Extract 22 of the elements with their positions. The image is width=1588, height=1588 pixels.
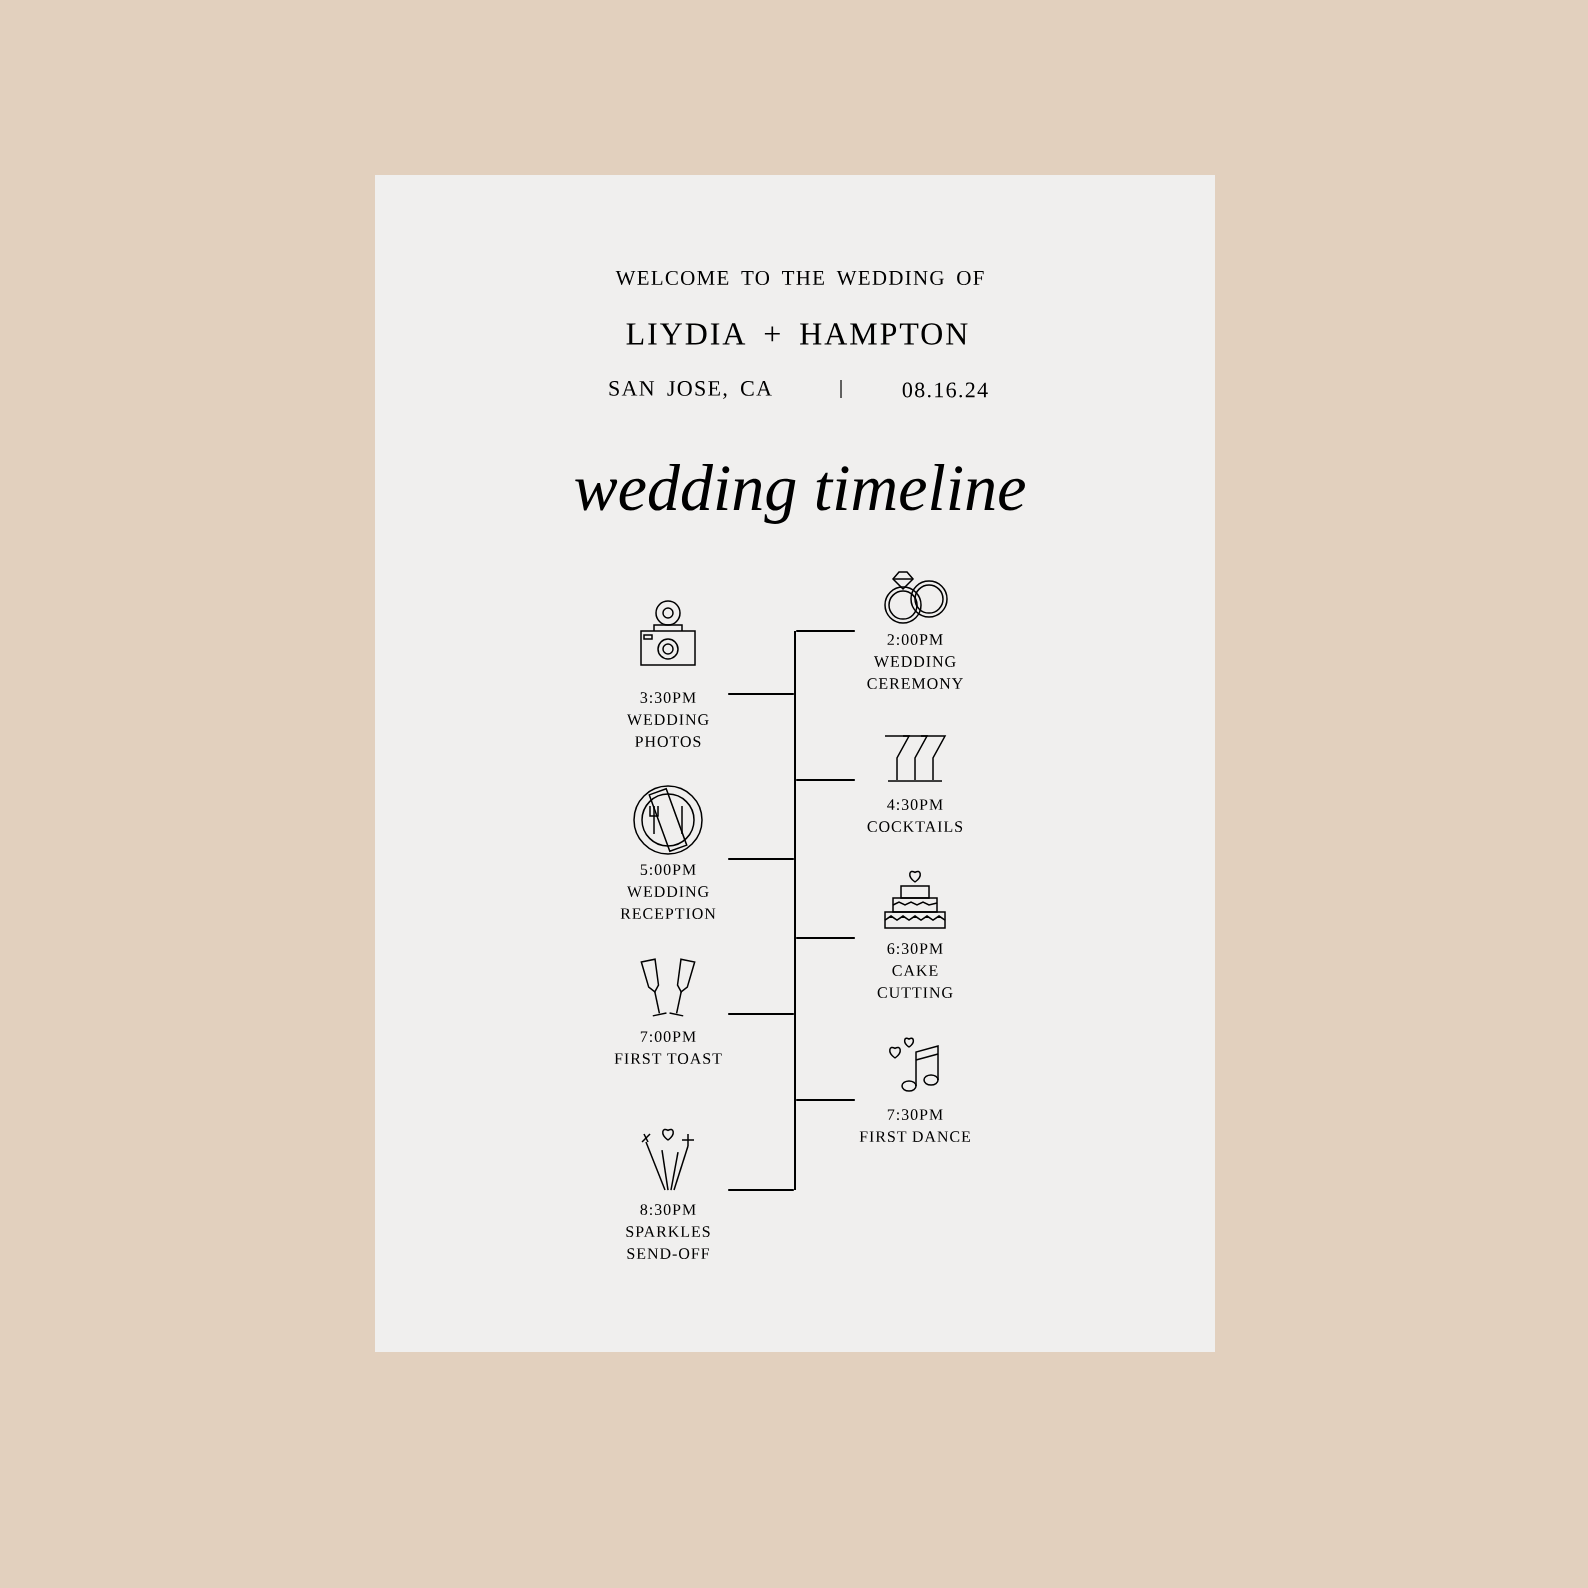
timeline-entry: 6:30PM CAKE CUTTING	[877, 943, 953, 998]
timeline-entry: 4:30PM COCKTAILS	[867, 799, 963, 832]
connector-line	[727, 693, 795, 695]
script-heading: wedding timeline	[575, 464, 1025, 524]
timeline-entry: 7:30PM FIRST DANCE	[859, 1109, 971, 1142]
timeline-entry: 8:30PM SPARKLES SEND-OFF	[626, 1204, 710, 1259]
heading-text: 08.16.24	[902, 382, 988, 398]
heading-text: WELCOME TO THE WEDDING OF	[615, 270, 984, 286]
connector-line	[727, 1013, 795, 1015]
heading-text: LIYDIA + HAMPTON	[626, 323, 968, 345]
timeline-entry: 2:00PM WEDDING CEREMONY	[867, 634, 963, 689]
connector-line	[795, 1099, 856, 1101]
heading-text: SAN JOSE, CA	[609, 381, 772, 399]
connector-line	[795, 937, 856, 939]
connector-line	[727, 858, 795, 860]
timeline-entry: 7:00PM FIRST TOAST	[614, 1031, 722, 1064]
connector-line	[795, 630, 856, 632]
timeline-entry: 3:30PM WEDDING PHOTOS	[626, 692, 709, 747]
timeline-bar	[794, 631, 796, 1190]
connector-line	[727, 1189, 795, 1191]
connector-line	[795, 779, 856, 781]
timeline-entry: 5:00PM WEDDING RECEPTION	[620, 864, 716, 919]
